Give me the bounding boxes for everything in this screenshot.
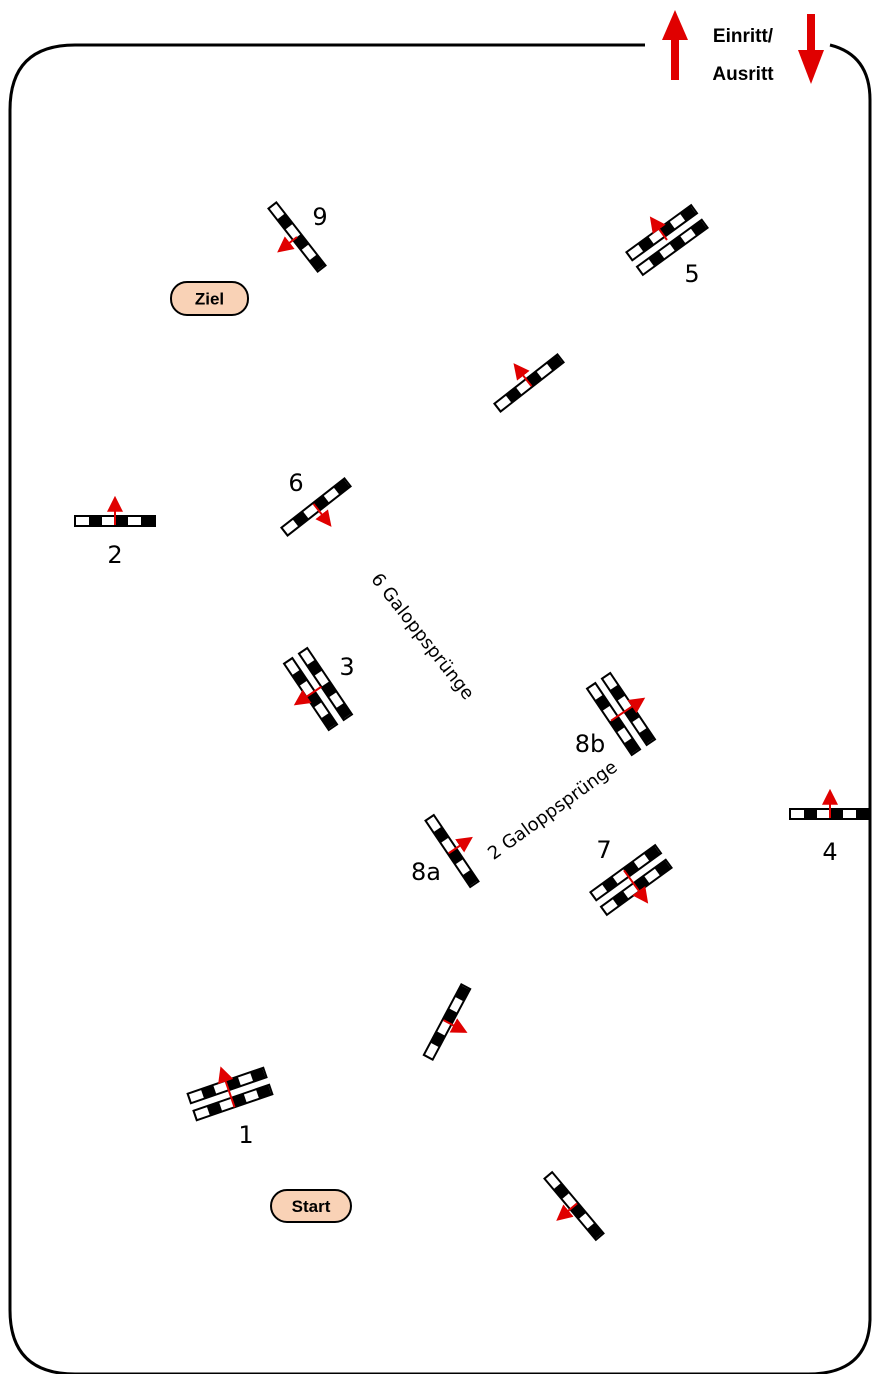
distance-six-strides: 6 Galoppsprünge — [366, 569, 478, 704]
entry-label-line2: Ausritt — [712, 64, 774, 85]
obstacle-8b-label: 8b — [575, 730, 606, 758]
finish-badge: Ziel — [170, 281, 249, 316]
obstacle-1 — [186, 1066, 274, 1122]
obstacle-1-label: 1 — [238, 1121, 253, 1149]
obstacle-6 — [280, 477, 352, 537]
obstacle-4 — [789, 788, 871, 820]
obstacle-unnumbered-c — [543, 1171, 605, 1241]
obstacle-8a — [424, 814, 480, 888]
obstacle-9 — [267, 201, 327, 273]
obstacle-2-label: 2 — [107, 541, 122, 569]
entry-arrow-up-icon — [662, 10, 688, 80]
obstacle-2 — [74, 495, 156, 527]
start-badge: Start — [270, 1189, 352, 1223]
start-label: Start — [292, 1197, 331, 1216]
obstacle-7-label: 7 — [596, 836, 611, 864]
exit-arrow-down-icon — [798, 14, 824, 84]
obstacle-5 — [625, 204, 709, 276]
obstacle-7 — [589, 844, 673, 916]
finish-label: Ziel — [195, 290, 224, 309]
arena-outline — [8, 43, 872, 1374]
obstacle-8b — [586, 672, 656, 756]
obstacle-unnumbered-a — [493, 353, 565, 413]
obstacle-5-label: 5 — [684, 260, 699, 288]
obstacle-4-label: 4 — [822, 838, 837, 866]
obstacle-6-label: 6 — [288, 469, 303, 497]
obstacle-3 — [283, 647, 353, 731]
obstacle-unnumbered-b — [422, 983, 472, 1061]
entry-exit-marker: Einritt/ Ausritt — [648, 0, 828, 92]
obstacle-3-label: 3 — [339, 653, 354, 681]
obstacle-8a-label: 8a — [411, 858, 441, 886]
entry-label-line1: Einritt/ — [713, 26, 774, 47]
obstacle-9-label: 9 — [312, 203, 327, 231]
